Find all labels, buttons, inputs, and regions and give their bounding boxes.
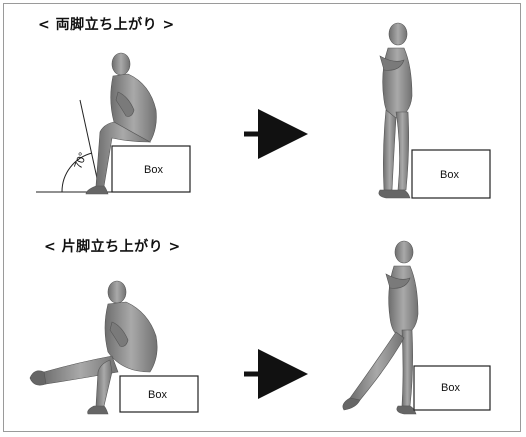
- single-leg-start-box-label: Box: [148, 389, 167, 401]
- single-leg-standing-figure: [342, 240, 419, 415]
- start-box-label: Box: [144, 164, 163, 176]
- section-title-both-legs: < 両脚立ち上がり >: [38, 17, 175, 33]
- end-box-label: Box: [440, 169, 459, 181]
- angle-label: 70°: [72, 151, 89, 171]
- standing-figure: [378, 22, 413, 199]
- single-leg-end-box: [413, 365, 491, 411]
- single-leg-start-box: [119, 375, 199, 413]
- end-box: [411, 149, 491, 199]
- start-box: [111, 145, 191, 193]
- single-leg-seated-figure: [29, 280, 158, 415]
- angle-arc: [61, 152, 93, 193]
- section-title-single-leg: < 片脚立ち上がり >: [44, 239, 181, 255]
- single-leg-end-box-label: Box: [441, 382, 460, 394]
- seated-figure: [85, 52, 157, 195]
